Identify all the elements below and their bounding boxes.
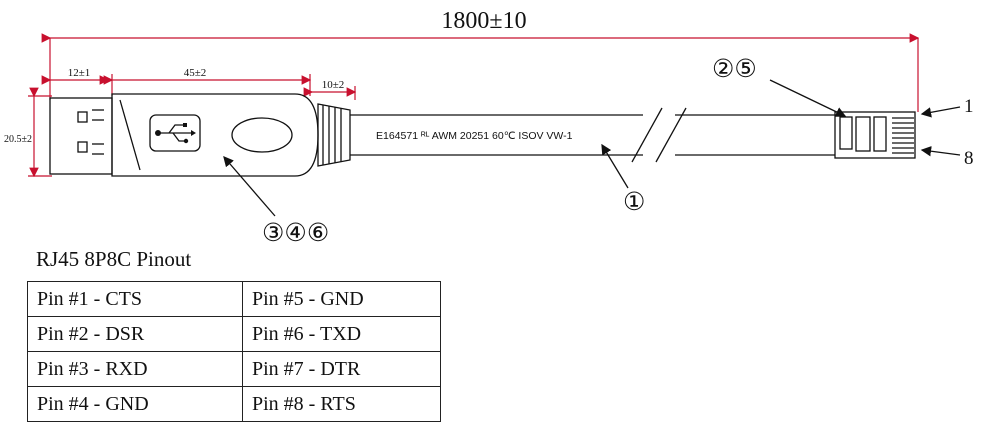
pinout-cell: Pin #8 - RTS <box>242 386 441 422</box>
pinout-cell: Pin #6 - TXD <box>242 316 441 352</box>
pinout-cell: Pin #1 - CTS <box>27 281 243 317</box>
cable-marking: E164571 ᴿᴸ AWM 20251 60℃ ISOV VW-1 <box>376 130 573 142</box>
usb-trident-icon <box>155 123 196 144</box>
pinout-cell: Pin #3 - RXD <box>27 351 243 387</box>
callout-cable: ① <box>601 143 645 216</box>
callout-pin-8: 8 <box>920 146 974 169</box>
callout-cable-label: ① <box>623 189 645 216</box>
callout-usb-housing-label: ③④⑥ <box>262 220 329 247</box>
pinout-table: Pin #1 - CTS Pin #5 - GND Pin #2 - DSR P… <box>27 281 441 422</box>
pin-1-label: 1 <box>964 96 974 117</box>
usb-plug <box>49 97 113 175</box>
sub-dimensions: 12±1 45±2 10±2 20.5±2 <box>4 67 357 178</box>
strain-relief <box>317 103 351 167</box>
cable: E164571 ᴿᴸ AWM 20251 60℃ ISOV VW-1 <box>350 107 835 163</box>
table-row: Pin #4 - GND Pin #8 - RTS <box>27 386 441 422</box>
callout-rj45-latch-label: ②⑤ <box>712 56 757 83</box>
housing-dimension: 45±2 <box>184 67 207 79</box>
pinout-cell: Pin #5 - GND <box>242 281 441 317</box>
height-dimension: 20.5±2 <box>4 134 32 145</box>
table-row: Pin #3 - RXD Pin #7 - DTR <box>27 351 441 387</box>
table-row: Pin #2 - DSR Pin #6 - TXD <box>27 316 441 352</box>
callout-rj45-latch: ②⑤ <box>712 56 847 117</box>
usb-housing <box>111 93 319 177</box>
callout-pin-1: 1 <box>920 96 974 118</box>
strain-relief-dimension: 10±2 <box>322 79 345 91</box>
rj45-connector <box>834 111 916 159</box>
callout-usb-housing: ③④⑥ <box>223 156 329 247</box>
pin-8-label: 8 <box>964 148 974 169</box>
pinout-title: RJ45 8P8C Pinout <box>36 247 192 271</box>
pinout-cell: Pin #7 - DTR <box>242 351 441 387</box>
overall-length-label: 1800±10 <box>441 8 526 34</box>
plug-tip-dimension: 12±1 <box>68 67 91 79</box>
pinout-cell: Pin #4 - GND <box>27 386 243 422</box>
overall-dimension: 1800±10 <box>41 8 920 112</box>
pinout-cell: Pin #2 - DSR <box>27 316 243 352</box>
table-row: Pin #1 - CTS Pin #5 - GND <box>27 281 441 317</box>
rj45-contacts <box>892 117 914 154</box>
